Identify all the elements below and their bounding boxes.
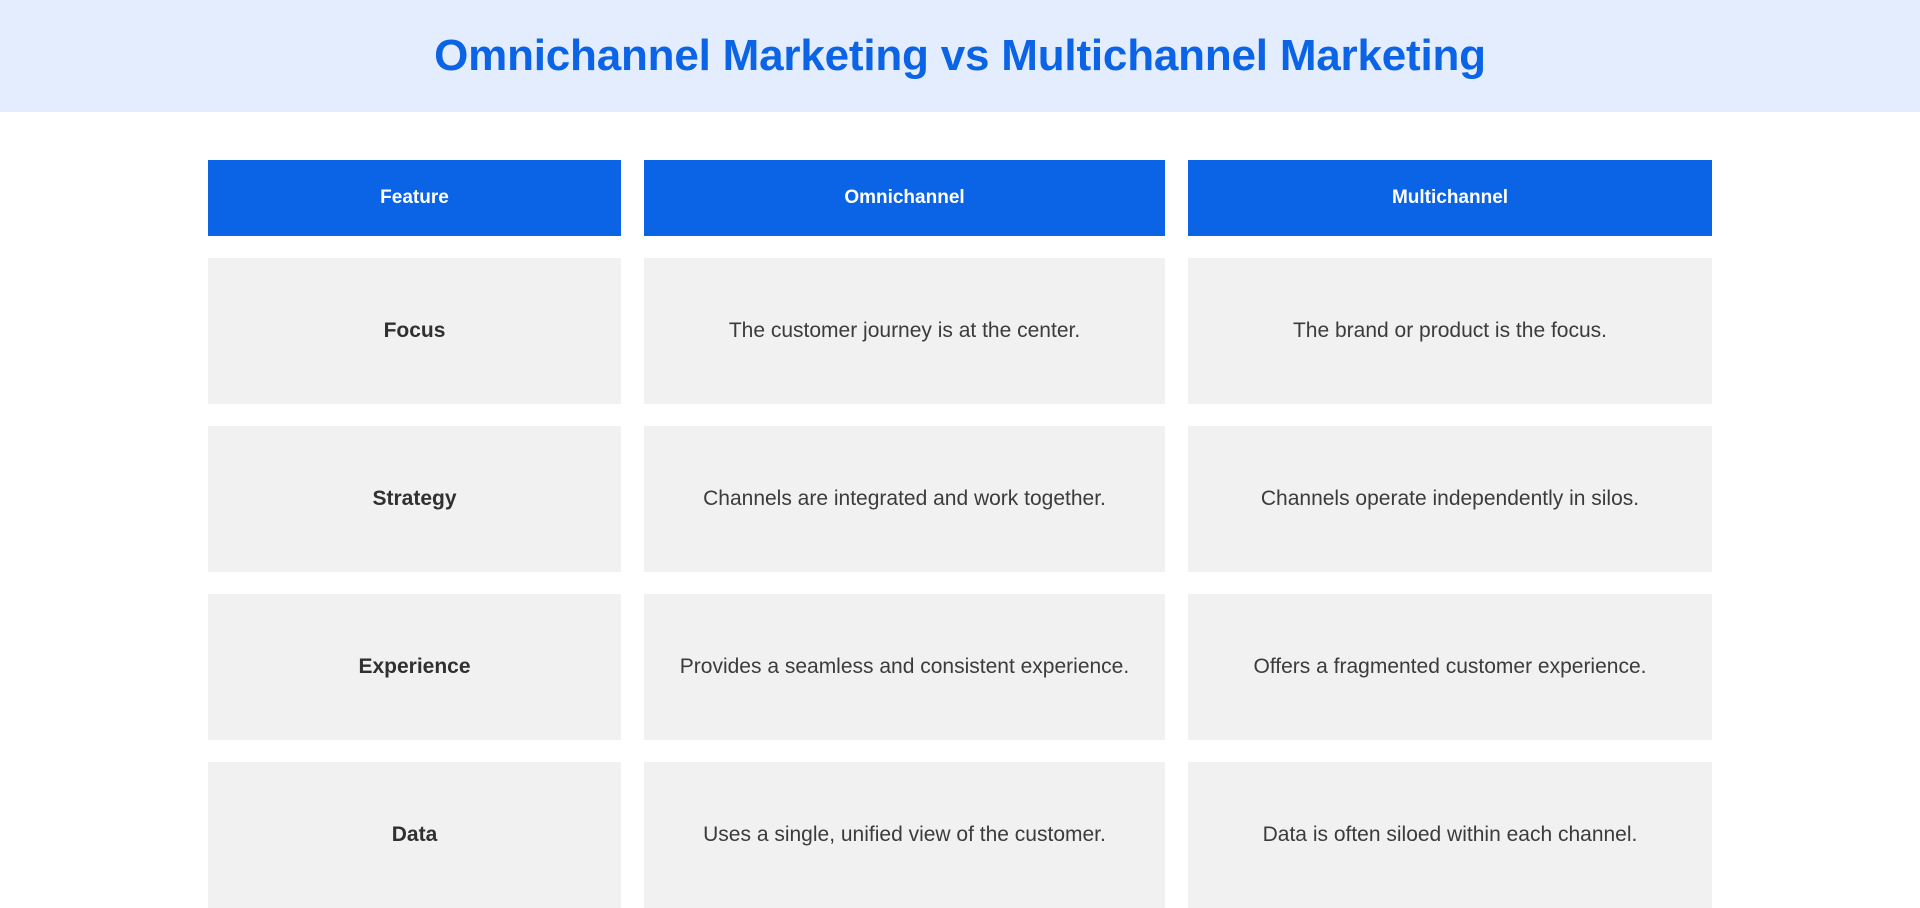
table-row: Strategy Channels are integrated and wor… [208, 426, 1712, 572]
comparison-table-container: Feature Omnichannel Multichannel Focus T… [0, 112, 1920, 908]
table-header-row: Feature Omnichannel Multichannel [208, 160, 1712, 236]
cell-multichannel: Offers a fragmented customer experience. [1188, 594, 1712, 740]
cell-multichannel: Data is often siloed within each channel… [1188, 762, 1712, 908]
cell-feature: Experience [208, 594, 621, 740]
table-row: Experience Provides a seamless and consi… [208, 594, 1712, 740]
cell-feature: Data [208, 762, 621, 908]
cell-omnichannel: The customer journey is at the center. [644, 258, 1165, 404]
cell-multichannel: Channels operate independently in silos. [1188, 426, 1712, 572]
cell-omnichannel: Channels are integrated and work togethe… [644, 426, 1165, 572]
page-title: Omnichannel Marketing vs Multichannel Ma… [434, 31, 1486, 80]
column-header-feature: Feature [208, 160, 621, 236]
cell-omnichannel: Provides a seamless and consistent exper… [644, 594, 1165, 740]
column-header-omnichannel: Omnichannel [644, 160, 1165, 236]
title-banner: Omnichannel Marketing vs Multichannel Ma… [0, 0, 1920, 112]
comparison-table: Feature Omnichannel Multichannel Focus T… [208, 160, 1712, 908]
cell-omnichannel: Uses a single, unified view of the custo… [644, 762, 1165, 908]
table-row: Data Uses a single, unified view of the … [208, 762, 1712, 908]
column-header-multichannel: Multichannel [1188, 160, 1712, 236]
table-row: Focus The customer journey is at the cen… [208, 258, 1712, 404]
cell-multichannel: The brand or product is the focus. [1188, 258, 1712, 404]
cell-feature: Focus [208, 258, 621, 404]
cell-feature: Strategy [208, 426, 621, 572]
